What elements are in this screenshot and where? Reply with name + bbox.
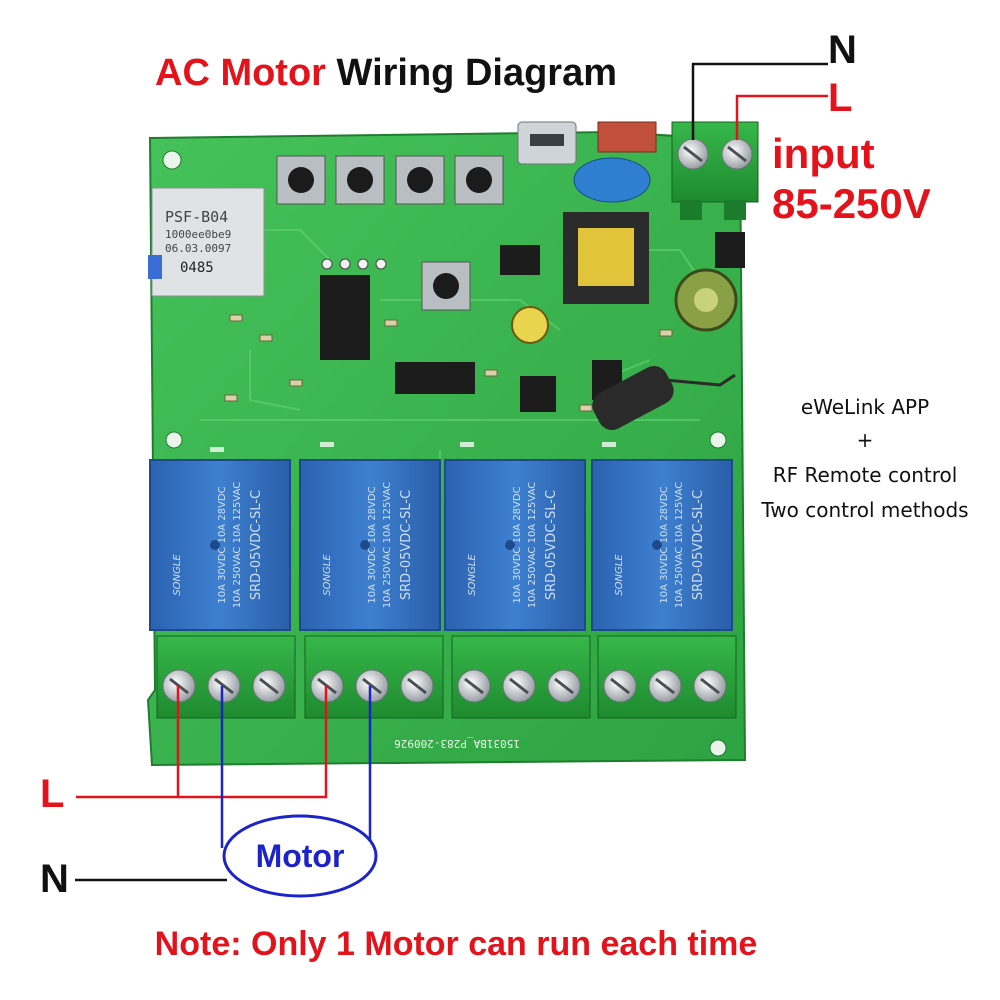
wifi-module: PSF-B04 1000ee0be9 06.03.0097 0485 [148,187,265,297]
electrolytic-capacitor-small [511,306,549,344]
rf-antenna-coil [592,366,736,430]
side-text-app: eWeLink APP [800,395,930,419]
motor-label: Motor [256,838,345,874]
relay-4: SRD-05VDC-SL-C 10A 250VAC 10A 125VAC 10A 3… [591,459,733,631]
relay-model-text: SRD-05VDC-SL-C [399,490,414,600]
input-voltage-label: 85-250V [772,180,931,227]
tactile-buttons [276,155,504,311]
output-terminal-block-4 [597,635,737,719]
output-terminal-block-3 [451,635,591,719]
live-wire-relay2 [178,686,328,799]
output-terminal-block-1 [156,635,296,719]
input-n-label: N [828,28,857,72]
diagram-title: AC Motor Wiring Diagram [155,52,617,95]
push-button-1 [454,155,504,205]
ic-chip [395,362,475,394]
relay-brand-text: SONGLE [172,554,183,596]
side-text-methods: Two control methods [761,498,969,522]
relay-3: SRD-05VDC-SL-C 10A 250VAC 10A 125VAC 10A 3… [444,459,586,631]
mount-hole [162,150,182,170]
mount-hole [165,431,183,449]
input-live-wire [735,94,828,140]
ic-chip [715,232,745,268]
title-rest: Wiring Diagram [336,52,618,94]
relay-brand-text: SONGLE [614,554,625,596]
push-button-2 [395,155,445,205]
relay-brand-text: SONGLE [467,554,478,596]
relay-rating-text: 10A 250VAC 10A 125VAC [527,482,538,609]
relay-dot [505,540,515,550]
ic-chip [500,245,540,275]
output-n-label: N [40,857,69,901]
relay-model-text: SRD-05VDC-SL-C [544,490,559,600]
relay-model-text: SRD-05VDC-SL-C [691,490,706,600]
relay-rating-text: 10A 250VAC 10A 125VAC [674,482,685,609]
relay-dot [652,540,662,550]
note-text: Note: Only 1 Motor can run each time [154,925,758,963]
input-neutral-wire [691,62,828,140]
output-terminal-block-2 [304,635,444,719]
relay-dot [360,540,370,550]
ic-chip [320,275,370,360]
relay-rating-text: 10A 30VDC 10A 28VDC [659,486,670,603]
usb-opening [530,134,564,146]
mount-hole [709,739,727,757]
push-button-3 [335,155,385,205]
relay-rating-text: 10A 250VAC 10A 125VAC [382,482,393,609]
side-text-plus: + [856,428,874,452]
smd-components [224,314,673,412]
relay-dot [210,540,220,550]
side-text-rf: RF Remote control [772,463,958,487]
title-highlight: AC Motor [155,52,326,94]
motor-wiring: Motor [75,686,378,898]
relay-rating-text: 10A 250VAC 10A 125VAC [232,482,243,609]
input-label: input [772,130,875,177]
module-text-3: 06.03.0097 [165,242,231,255]
push-button-mode [421,261,471,311]
input-wiring [691,62,828,140]
relay-2: SRD-05VDC-SL-C 10A 250VAC 10A 125VAC 10A 3… [299,459,441,631]
y-capacitor [573,157,651,203]
pin-header [321,258,387,270]
relay-rating-text: 10A 30VDC 10A 28VDC [367,486,378,603]
input-terminal-block [671,121,759,220]
ic-chip [520,376,556,412]
relay-model-text: SRD-05VDC-SL-C [249,490,264,600]
relay-rating-text: 10A 30VDC 10A 28VDC [512,486,523,603]
board-code: 15031BA_P283-200926 [394,737,520,750]
push-button-4 [276,155,326,205]
power-transformer [563,212,649,304]
output-l-label: L [40,772,65,816]
relay-1: SRD-05VDC-SL-C 10A 250VAC 10A 125VAC 10A 3… [149,459,291,631]
motor-symbol [222,814,378,898]
input-l-label: L [828,76,853,120]
module-text-2: 1000ee0be9 [165,228,231,241]
relay-rating-text: 10A 30VDC 10A 28VDC [217,486,228,603]
module-text-1: PSF-B04 [165,208,228,226]
electrolytic-capacitor-large [674,268,738,332]
film-capacitor [597,121,657,153]
relay-brand-text: SONGLE [322,554,333,596]
mount-hole [709,431,727,449]
module-text-4: 0485 [180,260,214,276]
